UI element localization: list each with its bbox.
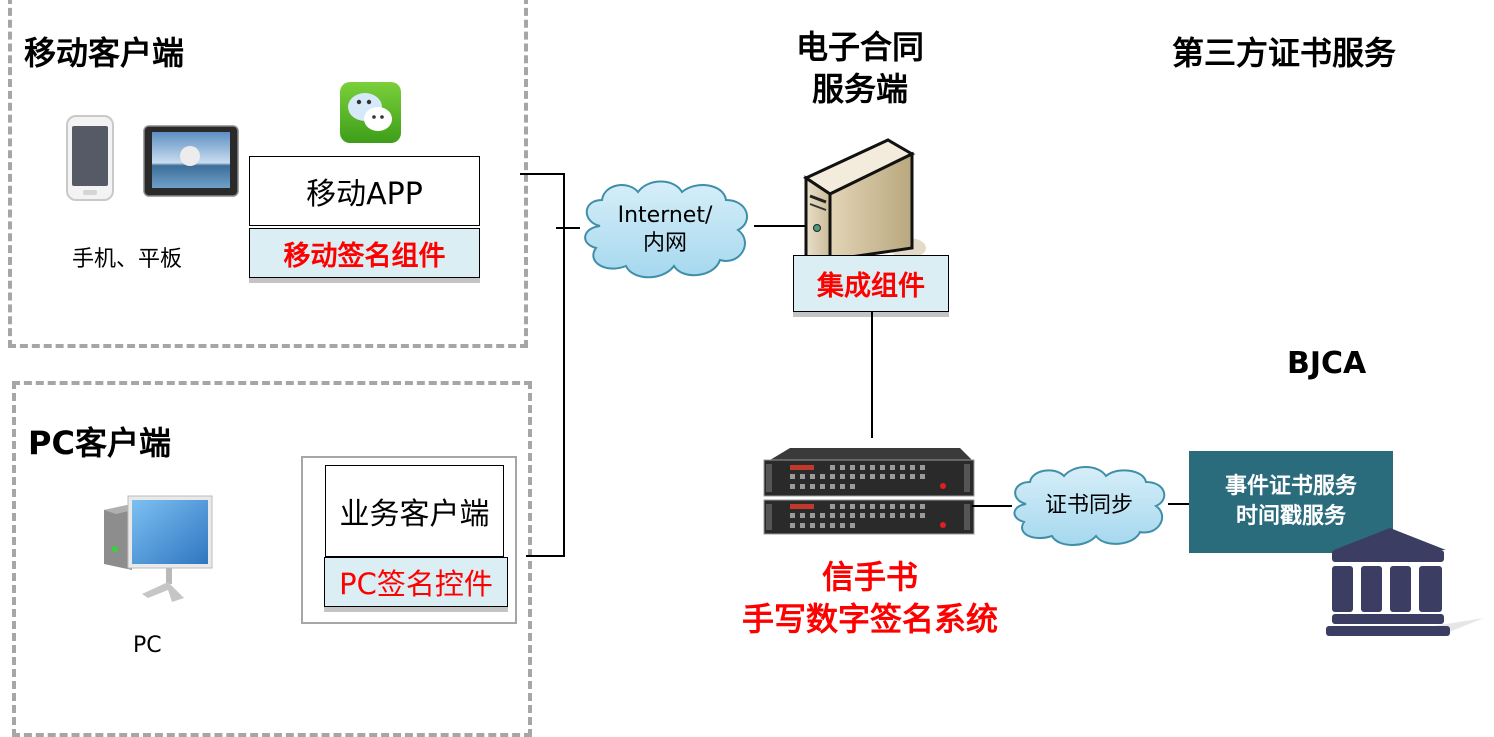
bjca-service-box: 事件证书服务 时间戳服务: [1189, 451, 1393, 553]
pc-signature-control: PC签名控件: [324, 557, 508, 607]
pc-app-container: [301, 456, 517, 624]
connector-pc-h: [526, 555, 565, 557]
signature-system-name-line2: 手写数字签名系统: [741, 600, 998, 638]
signature-system-name: 信手书 手写数字签名系统: [720, 556, 1020, 640]
bjca-service-line2: 时间戳服务: [1235, 504, 1346, 529]
server-title-line1: 电子合同: [795, 28, 924, 66]
internet-cloud-icon: [584, 180, 749, 279]
connector-mobile-h: [520, 173, 564, 175]
signature-system-name-line1: 信手书: [821, 558, 918, 596]
provider-name: BJCA: [1287, 346, 1367, 381]
server-title-line2: 服务端: [811, 70, 908, 108]
mobile-signature-component-label: 移动签名组件: [283, 240, 446, 272]
connector-cloud-server: [754, 225, 810, 227]
institution-building-icon: [1326, 528, 1484, 636]
rack-server-icon: [763, 448, 975, 535]
devices-caption: 手机、平板: [72, 247, 183, 272]
smartphone-icon: [66, 115, 114, 201]
server-tower-icon: [802, 138, 926, 260]
integration-component: 集成组件: [793, 255, 949, 312]
mobile-signature-component: 移动签名组件: [249, 228, 480, 278]
server-title: 电子合同 服务端: [760, 26, 960, 110]
tablet-icon: [143, 125, 239, 197]
sync-cloud-label: 证书同步: [1044, 493, 1133, 518]
connector-signature-sync: [972, 505, 1012, 507]
business-client-label: 业务客户端: [339, 497, 490, 532]
internet-cloud-label-line1: Internet/: [617, 203, 713, 228]
internet-cloud-label: Internet/ 内网: [600, 202, 730, 258]
desktop-computer-icon: [104, 495, 213, 602]
internet-cloud-label-line2: 内网: [642, 231, 687, 256]
pc-caption: PC: [133, 633, 162, 658]
connector-sync-bjca: [1168, 503, 1190, 505]
connector-bracket-v: [563, 173, 565, 556]
pc-client-title: PC客户端: [28, 424, 171, 462]
connector-to-cloud: [556, 227, 580, 229]
mobile-app-label: 移动APP: [306, 177, 423, 212]
business-client-box: 业务客户端: [325, 465, 504, 557]
mobile-app-box: 移动APP: [249, 156, 480, 226]
bjca-service-line1: 事件证书服务: [1224, 474, 1357, 499]
sync-cloud-icon: [1013, 466, 1166, 546]
third-party-title: 第三方证书服务: [1172, 34, 1397, 72]
mobile-client-title: 移动客户端: [24, 34, 185, 72]
pc-signature-control-label: PC签名控件: [339, 567, 493, 601]
connector-server-signature: [871, 312, 873, 438]
integration-component-label: 集成组件: [817, 271, 925, 302]
wechat-icon: [340, 82, 401, 143]
